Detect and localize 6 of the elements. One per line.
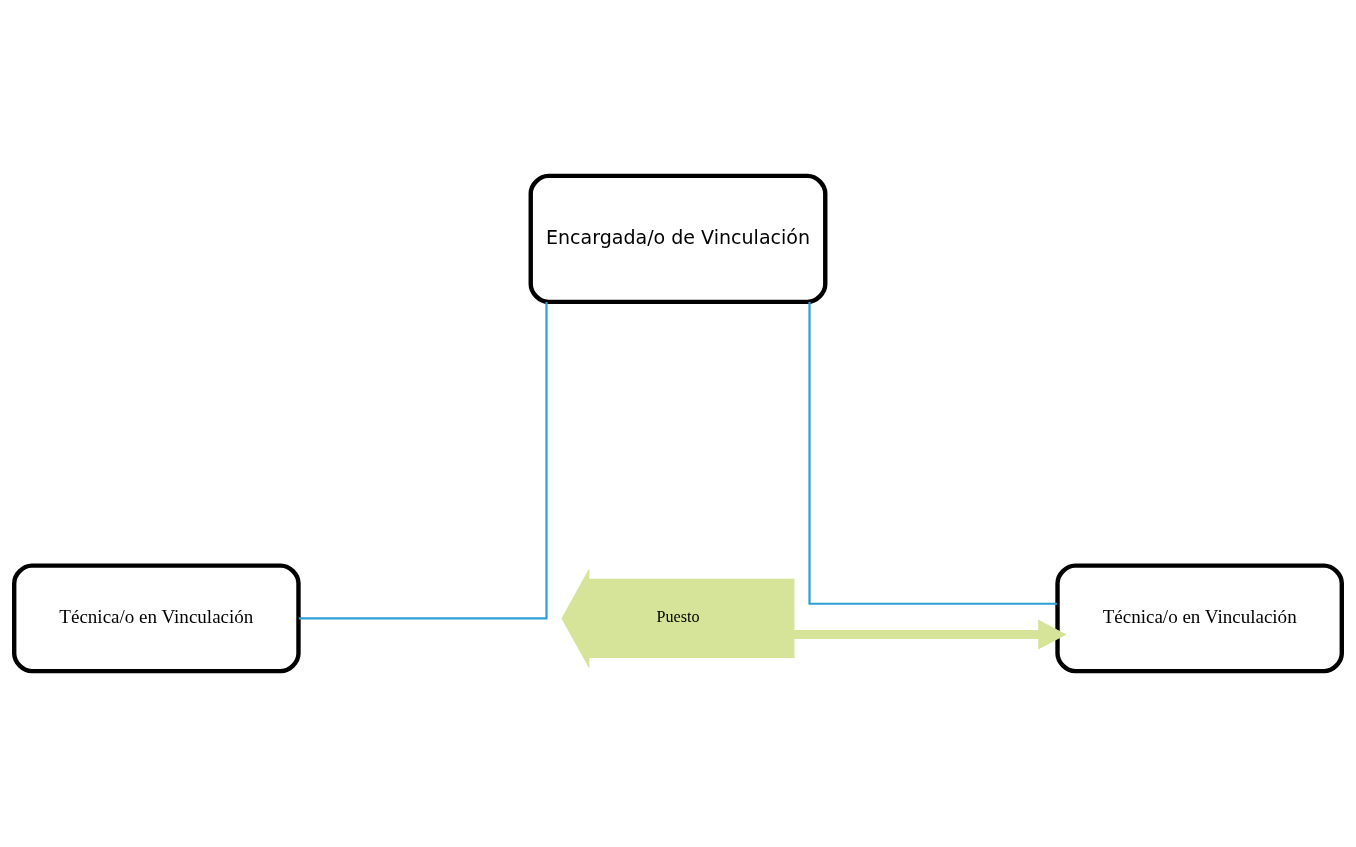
node-box: Técnica/o en Vinculación xyxy=(12,563,301,674)
node-box: Técnica/o en Vinculación xyxy=(1055,563,1344,674)
connector xyxy=(808,302,1058,605)
node-box: Encargada/o de Vinculación xyxy=(528,173,828,305)
connector xyxy=(298,301,548,620)
arrow xyxy=(793,619,1067,650)
